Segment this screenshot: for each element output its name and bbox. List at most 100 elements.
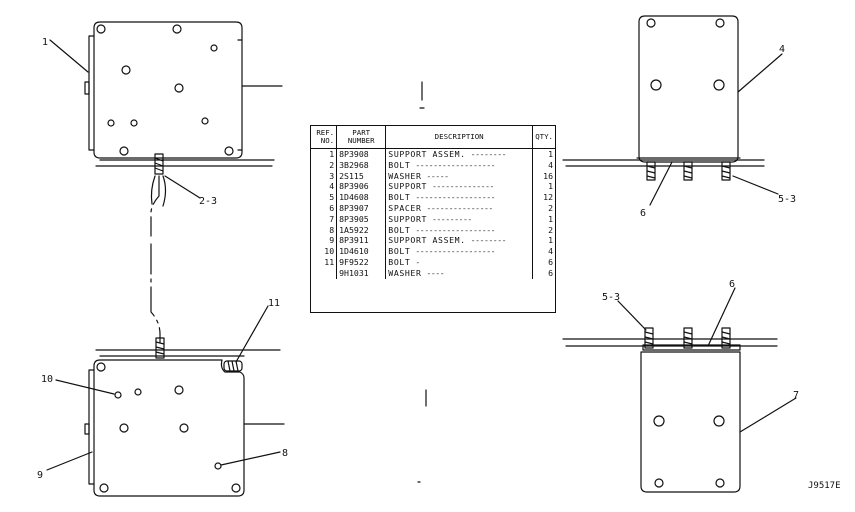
- leader-dashes: -----: [426, 170, 449, 181]
- leader-7: [739, 397, 797, 433]
- part-number-cell: 9F9522: [336, 256, 387, 268]
- ref-no-cell: 6: [311, 202, 338, 214]
- callout-6-top: 6: [640, 208, 646, 219]
- description-cell: BOLT -: [385, 256, 534, 268]
- qty-cell: 4: [548, 246, 553, 257]
- part-number-cell: 1D4610: [336, 246, 387, 257]
- mounting-hole: [224, 146, 234, 156]
- bolt-10: [155, 337, 165, 359]
- qty-cell: 1: [548, 181, 553, 192]
- leader-6-bottom: [707, 287, 736, 347]
- part-number-cell: 8P3907: [336, 202, 387, 214]
- description-text: BOLT: [388, 224, 411, 235]
- mounting-hole: [107, 119, 115, 127]
- mounting-hole: [121, 65, 131, 75]
- description-text: WASHER: [388, 170, 422, 181]
- qty-cell: 6: [548, 257, 553, 268]
- leader-6-top: [649, 161, 673, 206]
- mounting-hole: [99, 483, 109, 493]
- bolt-5: [646, 161, 656, 181]
- description-cell: BOLT ------------------: [385, 192, 534, 203]
- mounting-hole: [174, 83, 184, 93]
- leader-dashes: --------: [470, 235, 507, 246]
- plate-right-edge-return: [237, 39, 243, 151]
- callout-8: 8: [282, 448, 288, 459]
- mounting-hole: [210, 44, 218, 52]
- description-cell: WASHER ----: [385, 267, 534, 279]
- mounting-hole: [174, 385, 184, 395]
- support-assembly-view-bottom-left: [84, 337, 285, 497]
- qty-cell: 12: [543, 192, 553, 203]
- plate-side-flange: [88, 35, 95, 151]
- qty-cell: 1: [548, 149, 553, 160]
- bolt-5: [644, 327, 654, 349]
- leader-dashes: ----: [426, 267, 445, 278]
- leader-5-3-top: [732, 175, 779, 195]
- ref-no-cell: 7: [311, 213, 338, 225]
- part-number-cell: 8P3906: [336, 181, 387, 193]
- part-number-cell: 2S115: [336, 170, 387, 182]
- mounting-hole: [96, 362, 106, 372]
- part-number-cell: 1D4608: [336, 192, 387, 203]
- description-text: SPACER: [388, 203, 422, 214]
- description-cell: BOLT ------------------: [385, 224, 534, 236]
- ref-no-cell: 11: [311, 256, 338, 268]
- support-plate-outline: [93, 21, 243, 159]
- callout-7: 7: [793, 390, 799, 401]
- callout-1: 1: [42, 37, 48, 48]
- callout-5-3-top: 5-3: [778, 194, 796, 205]
- leader-dashes: -: [415, 257, 420, 268]
- center-line-side: [150, 175, 167, 207]
- support-7-outline: [640, 351, 741, 493]
- leader-dashes: ------------------: [415, 192, 496, 203]
- ref-no-cell: 3: [311, 170, 338, 182]
- ref-no-cell: 9: [311, 235, 338, 247]
- mounting-hole: [715, 478, 725, 488]
- leader-4: [737, 53, 783, 93]
- mounting-hole: [172, 24, 182, 34]
- mounting-hole: [653, 415, 665, 427]
- bolt-5: [721, 161, 731, 181]
- leader-5-3-bottom: [617, 300, 647, 331]
- drawing-number: J9517E: [808, 481, 841, 491]
- callout-10: 10: [41, 374, 53, 385]
- support-assembly-view-top-left: [84, 21, 283, 343]
- qty-cell: 2: [548, 203, 553, 214]
- qty-cell: 6: [548, 267, 553, 278]
- mounting-hole: [646, 18, 656, 28]
- leader-9: [46, 451, 93, 471]
- description-text: BOLT: [388, 159, 411, 170]
- callout-2-3: 2-3: [199, 196, 217, 207]
- callout-11: 11: [268, 298, 280, 309]
- mounting-hole: [134, 388, 142, 396]
- support-view-top-right: [562, 15, 765, 181]
- description-text: SUPPORT ASSEM.: [388, 149, 466, 160]
- mounting-hole: [654, 478, 664, 488]
- mounting-hole: [231, 483, 241, 493]
- ref-no-cell: [311, 267, 338, 279]
- part-number-cell: 8P3911: [336, 235, 387, 247]
- leader-dashes: --------: [470, 149, 507, 160]
- mounting-hole: [119, 146, 129, 156]
- description-text: BOLT: [388, 257, 411, 268]
- bolt-11: [223, 360, 243, 372]
- mounting-hole: [650, 79, 662, 91]
- description-cell: WASHER -----: [385, 170, 534, 182]
- leader-dashes: --------------: [431, 181, 495, 192]
- part-number-cell: 8P3908: [336, 148, 387, 160]
- qty-cell: 16: [543, 170, 553, 181]
- qty-cell: 1: [548, 235, 553, 246]
- description-text: BOLT: [388, 192, 411, 203]
- table-header-row: REF. NO. PART NUMBER DESCRIPTION QTY.: [311, 126, 555, 149]
- mounting-hole: [130, 119, 138, 127]
- center-line: [150, 175, 161, 343]
